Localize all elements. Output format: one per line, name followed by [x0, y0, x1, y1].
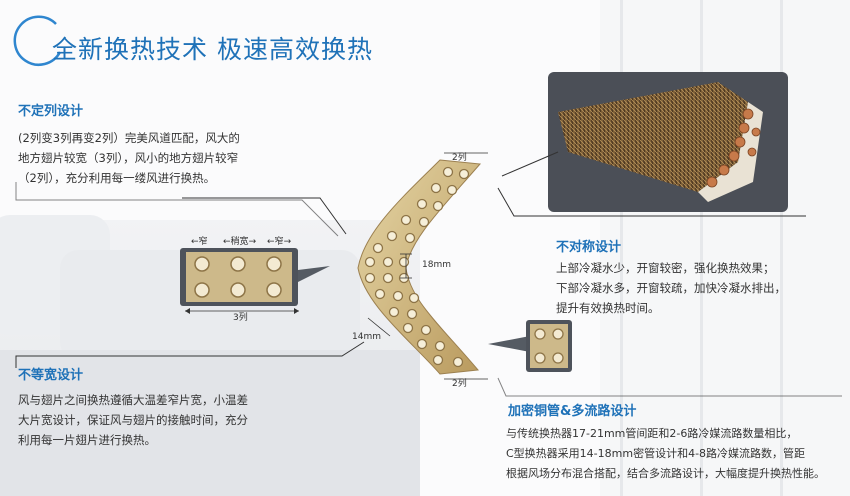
pointer-line: [501, 151, 559, 177]
width-label-wider: 稍宽: [230, 237, 249, 247]
text-line: C型换热器采用14-18mm密管设计和4-8路冷媒流路数，管距: [506, 447, 806, 460]
text-line: 大片宽设计，保证风与翅片的接触时间，充分: [18, 413, 248, 427]
rows-2-bottom-label: 2列: [452, 379, 467, 389]
text-line: 上部冷凝水少，开窗较密，强化换热效果；: [556, 261, 775, 275]
page-title: 全新换热技术 极速高效换热: [52, 35, 373, 64]
text-asymmetric: 上部冷凝水少，开窗较密，强化换热效果； 下部冷凝水多，开窗较疏，加快冷凝水排出，…: [556, 258, 836, 318]
width-label-narrow: 窄: [198, 237, 208, 247]
c-shaped-fin-diagram: [357, 159, 482, 375]
width-label-narrow: 窄: [274, 237, 284, 247]
rows-2-top-label: 2列: [452, 153, 467, 163]
text-line: 根据风场分布混合搭配，结合多流路设计，大幅度提升换热性能。: [506, 467, 825, 480]
heading-unequal-width: 不等宽设计: [18, 368, 84, 383]
text-unequal-width: 风与翅片之间换热遵循大温差窄片宽，小温差 大片宽设计，保证风与翅片的接触时间，充…: [18, 390, 348, 450]
text-line: 利用每一片翅片进行换热。: [18, 433, 156, 447]
text-line: 提升有效换热时间。: [556, 301, 660, 315]
spacing-14mm-label: 14mm: [352, 332, 381, 342]
text-line: （2列），充分利用每一缕风进行换热。: [18, 171, 216, 185]
text-dense-tubes: 与传统换热器17-21mm管间距和2-6路冷媒流路数量相比， C型换热器采用14…: [506, 424, 846, 484]
rows-3-label: 3列: [233, 313, 248, 323]
heading-uneven-rows: 不定列设计: [18, 104, 84, 119]
heading-asymmetric: 不对称设计: [556, 240, 622, 255]
text-line: 与传统换热器17-21mm管间距和2-6路冷媒流路数量相比，: [506, 427, 798, 440]
pointer-line: [182, 197, 347, 235]
text-line: 下部冷凝水多，开窗较疏，加快冷凝水排出，: [556, 281, 786, 295]
logo-ring-icon: [13, 15, 62, 66]
pointer-line: [15, 182, 339, 237]
text-uneven-rows: (2列变3列再变2列）完美风道匹配，风大的 地方翅片较宽（3列），风小的地方翅片…: [18, 128, 338, 188]
text-line: (2列变3列再变2列）完美风道匹配，风大的: [18, 131, 240, 145]
pointer-line: [497, 377, 842, 397]
text-line: 风与翅片之间换热遵循大温差窄片宽，小温差: [18, 393, 248, 407]
spacing-18mm-label: 18mm: [422, 260, 451, 270]
fin-detail-3-rows: [180, 248, 330, 306]
rows-2-top-dimension: [444, 152, 488, 154]
pointer-line: [15, 341, 365, 368]
heading-dense-tubes: 加密铜管&多流路设计: [508, 404, 637, 419]
fin-detail-2-rows: [488, 320, 572, 372]
exchanger-render-image: [548, 72, 788, 212]
pointer-line: [497, 187, 806, 217]
rows-2-bottom-dimension: [444, 378, 488, 380]
text-line: 地方翅片较宽（3列），风小的地方翅片较窄: [18, 151, 239, 165]
rows-3-dimension: [185, 308, 299, 314]
